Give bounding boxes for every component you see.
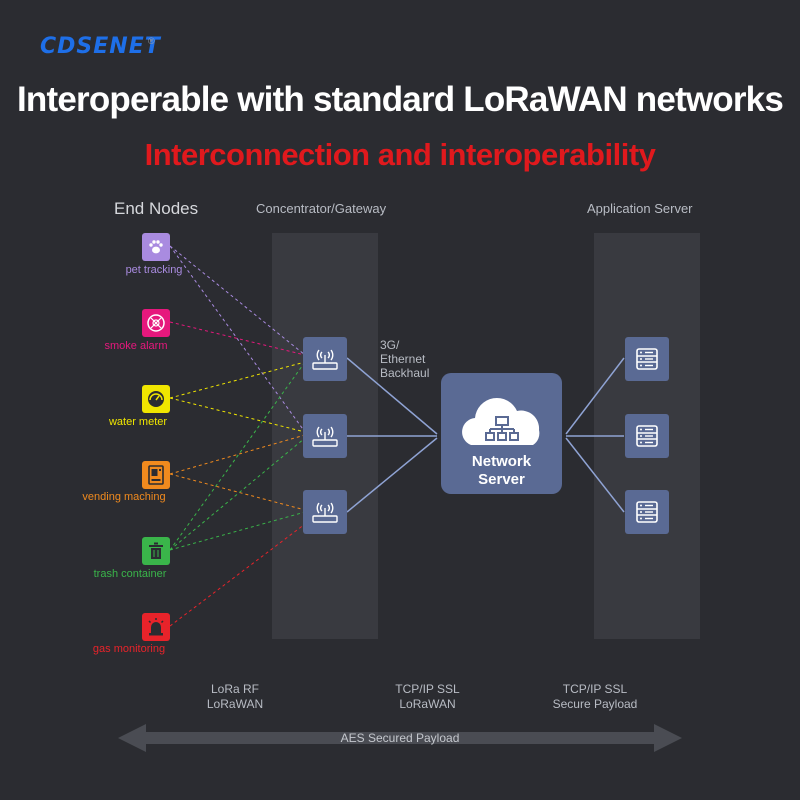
node-label-gas: gas monitoring [92, 643, 166, 655]
link-vending-gw2 [169, 434, 306, 475]
cloud-network-icon [462, 397, 540, 445]
tcp-lorawan-label: TCP/IP SSL LoRaWAN [395, 682, 460, 711]
gateway-icon [303, 490, 347, 534]
trash-icon [142, 537, 170, 565]
backhaul-label: 3G/ Ethernet Backhaul [380, 338, 430, 380]
link-trash-gw3 [169, 511, 306, 551]
link-smoke-gw1 [169, 321, 306, 356]
link-gw3-network [346, 437, 438, 513]
gateway-icon [303, 337, 347, 381]
end-nodes-heading: End Nodes [114, 199, 199, 218]
link-network-srv1 [565, 357, 625, 435]
gateway-heading: Concentrator/Gateway [256, 201, 387, 216]
page-subtitle: Interconnection and interoperability [144, 137, 656, 172]
network-server-label: Network Server [471, 453, 532, 488]
lora-rf-label: LoRa RF LoRaWAN [206, 682, 264, 711]
vending-machine-icon [142, 461, 170, 489]
meter-icon [142, 385, 170, 413]
aes-arrow-label: AES Secured Payload [340, 731, 460, 745]
link-pet-gw2 [169, 245, 306, 433]
link-pet-gw1 [169, 245, 306, 356]
link-water-gw2 [169, 397, 306, 433]
link-gas-gw3 [169, 523, 306, 627]
link-trash-gw1 [169, 361, 306, 551]
gateway-icon [303, 414, 347, 458]
smoke-detector-icon [142, 309, 170, 337]
server-icon [625, 414, 669, 458]
server-icon [625, 337, 669, 381]
link-network-srv3 [565, 437, 625, 513]
registered-mark: ® [148, 36, 155, 46]
node-label-vending: vending maching [82, 491, 166, 503]
app-server-heading: Application Server [587, 201, 693, 216]
node-label-water: water meter [108, 416, 168, 428]
server-icon [625, 490, 669, 534]
brand-logo: CDSENET [40, 34, 161, 59]
node-label-pet: pet tracking [125, 264, 183, 276]
tcp-secure-payload-label: TCP/IP SSL Secure Payload [552, 682, 638, 711]
link-water-gw1 [169, 361, 306, 399]
node-label-trash: trash container [93, 568, 167, 580]
node-label-smoke: smoke alarm [104, 340, 168, 352]
alarm-light-icon [142, 613, 170, 641]
page-title: Interoperable with standard LoRaWAN netw… [16, 80, 784, 119]
aes-arrow [118, 724, 682, 752]
link-gw1-network [346, 357, 438, 435]
link-vending-gw3 [169, 473, 306, 511]
link-trash-gw2 [169, 437, 306, 551]
paw-icon [142, 233, 170, 261]
network-server [441, 373, 562, 494]
